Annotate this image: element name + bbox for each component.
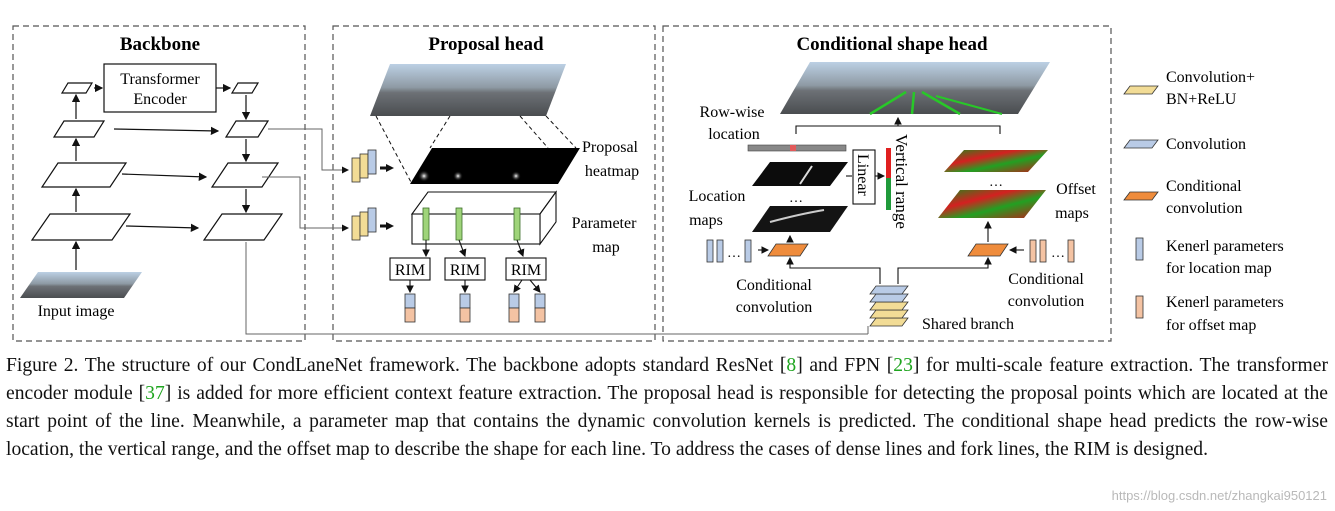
transformer-label-line2: Encoder [133, 91, 187, 108]
rim-output-3a [508, 293, 520, 323]
caption-part-3: ] for multi-scale feature extraction. Th… [6, 355, 1329, 404]
transformer-encoder-box [103, 63, 217, 113]
rim-label-3: RIM [511, 262, 541, 279]
row-wise-location-strip [747, 144, 847, 152]
rim-label-1: RIM [395, 262, 425, 279]
legend-cond-conv-line2: convolution [1166, 200, 1242, 217]
figure-caption: Figure 2. The structure of our CondLaneN… [6, 352, 1328, 464]
proposal-heatmap [410, 148, 580, 184]
fpn-plane-1 [202, 213, 284, 241]
watermark: https://blog.csdn.net/zhangkai950121 [1111, 488, 1327, 503]
kernels-location-dots: … [727, 246, 741, 261]
linear-label: Linear [854, 154, 871, 196]
cond-conv-left [767, 243, 809, 257]
legend-swatch-cond-conv [1123, 191, 1159, 201]
legend-kernel-off-line2: for offset map [1166, 317, 1256, 334]
offset-map-2 [938, 190, 1046, 218]
legend-swatch-conv-bn [1123, 85, 1159, 95]
location-maps-label-line1: Location [689, 188, 746, 205]
cond-conv-right [967, 243, 1009, 257]
backbone-plane-2 [40, 162, 128, 188]
cond-conv-left-label-line2: convolution [736, 299, 812, 316]
citation-link-23[interactable]: 23 [893, 355, 913, 376]
conditional-shape-head-section [662, 25, 1112, 342]
parameter-map-label-line1: Parameter [572, 215, 638, 232]
shape-head-diagram: Row-wise location … Location maps Linear… [689, 62, 1096, 333]
location-maps-label-line2: maps [689, 212, 723, 229]
param-kernel-2 [455, 207, 463, 241]
cond-conv-right-label-line2: convolution [1008, 293, 1084, 310]
cond-conv-right-label-line1: Conditional [1008, 271, 1084, 288]
conditional-shape-head-title: Conditional shape head [796, 34, 988, 55]
citation-link-37[interactable]: 37 [145, 383, 165, 404]
kernels-offset-group [1029, 239, 1075, 263]
legend-conv-bn-line2: BN+ReLU [1166, 91, 1237, 108]
input-image-label: Input image [38, 303, 115, 320]
backbone-plane-3 [52, 120, 106, 138]
offset-map-1 [944, 150, 1048, 172]
param-kernel-3 [513, 207, 521, 241]
offset-maps-label-line2: maps [1055, 205, 1089, 222]
vertical-range-green [886, 178, 891, 210]
shape-road-image [780, 62, 1050, 114]
row-wise-label-line1: Row-wise [700, 104, 765, 121]
vertical-range-red [886, 148, 891, 178]
shared-branch-label: Shared branch [922, 316, 1014, 333]
citation-link-8[interactable]: 8 [786, 355, 797, 376]
backbone-title: Backbone [120, 34, 200, 55]
rim-output-3b [534, 293, 546, 323]
offset-map-dots: … [989, 175, 1003, 190]
proposal-heatmap-label-line2: heatmap [585, 163, 639, 180]
vertical-range-label: Vertical range [892, 134, 911, 229]
kernels-offset-dots: … [1051, 246, 1065, 261]
legend-cond-conv-line1: Conditional [1166, 178, 1242, 195]
caption-part-4: ] is added for more efficient context fe… [6, 383, 1328, 460]
architecture-diagram: Backbone Proposal head Conditional shape… [12, 25, 1284, 342]
input-image [20, 272, 142, 298]
parameter-map-label-line2: map [592, 239, 620, 256]
legend: Convolution+ BN+ReLU Convolution Conditi… [1123, 69, 1284, 334]
legend-conv: Convolution [1166, 136, 1246, 153]
param-kernel-1 [422, 207, 430, 241]
rim-output-2 [459, 293, 471, 323]
proposal-head-section [332, 25, 656, 342]
fpn-plane-4 [230, 82, 260, 94]
legend-swatch-kernel-off [1135, 295, 1144, 319]
proposal-heatmap-label-line1: Proposal [582, 139, 639, 156]
rim-box-3 [505, 257, 547, 281]
proposal-head-diagram: Proposal heatmap Parameter map [351, 64, 639, 323]
legend-swatch-kernel-loc [1135, 237, 1144, 261]
legend-kernel-loc-line2: for location map [1166, 260, 1272, 277]
proposal-road-image [370, 64, 566, 116]
fpn-plane-3 [224, 120, 270, 138]
shared-branch-stack [869, 285, 909, 327]
cond-conv-left-label-line1: Conditional [736, 277, 812, 294]
proposal-conv-block-bottom [351, 207, 377, 241]
kernels-location-group [706, 239, 752, 263]
linear-box [852, 149, 876, 205]
proposal-head-title: Proposal head [428, 34, 544, 55]
parameter-map [411, 213, 541, 245]
rim-label-2: RIM [450, 262, 480, 279]
offset-maps-label-line1: Offset [1056, 181, 1096, 198]
row-wise-label-line2: location [708, 126, 760, 143]
proposal-conv-block-top [351, 149, 377, 183]
fpn-plane-2 [210, 162, 280, 188]
backbone-section [12, 25, 306, 342]
legend-conv-bn-line1: Convolution+ [1166, 69, 1255, 86]
legend-kernel-loc-line1: Kenerl parameters [1166, 238, 1284, 255]
location-map-2 [752, 206, 848, 232]
backbone-plane-1 [30, 213, 132, 241]
transformer-label-line1: Transformer [120, 71, 200, 88]
legend-swatch-conv [1123, 139, 1159, 149]
location-map-1 [752, 162, 848, 186]
rim-output-1 [404, 293, 416, 323]
backbone-plane-4 [60, 82, 94, 94]
legend-kernel-off-line1: Kenerl parameters [1166, 294, 1284, 311]
caption-part-2: ] and FPN [ [796, 355, 894, 376]
backbone-diagram: Input image Transformer Encoder [20, 63, 869, 335]
caption-part-1: Figure 2. The structure of our CondLaneN… [6, 355, 787, 376]
location-map-dots: … [789, 191, 803, 206]
